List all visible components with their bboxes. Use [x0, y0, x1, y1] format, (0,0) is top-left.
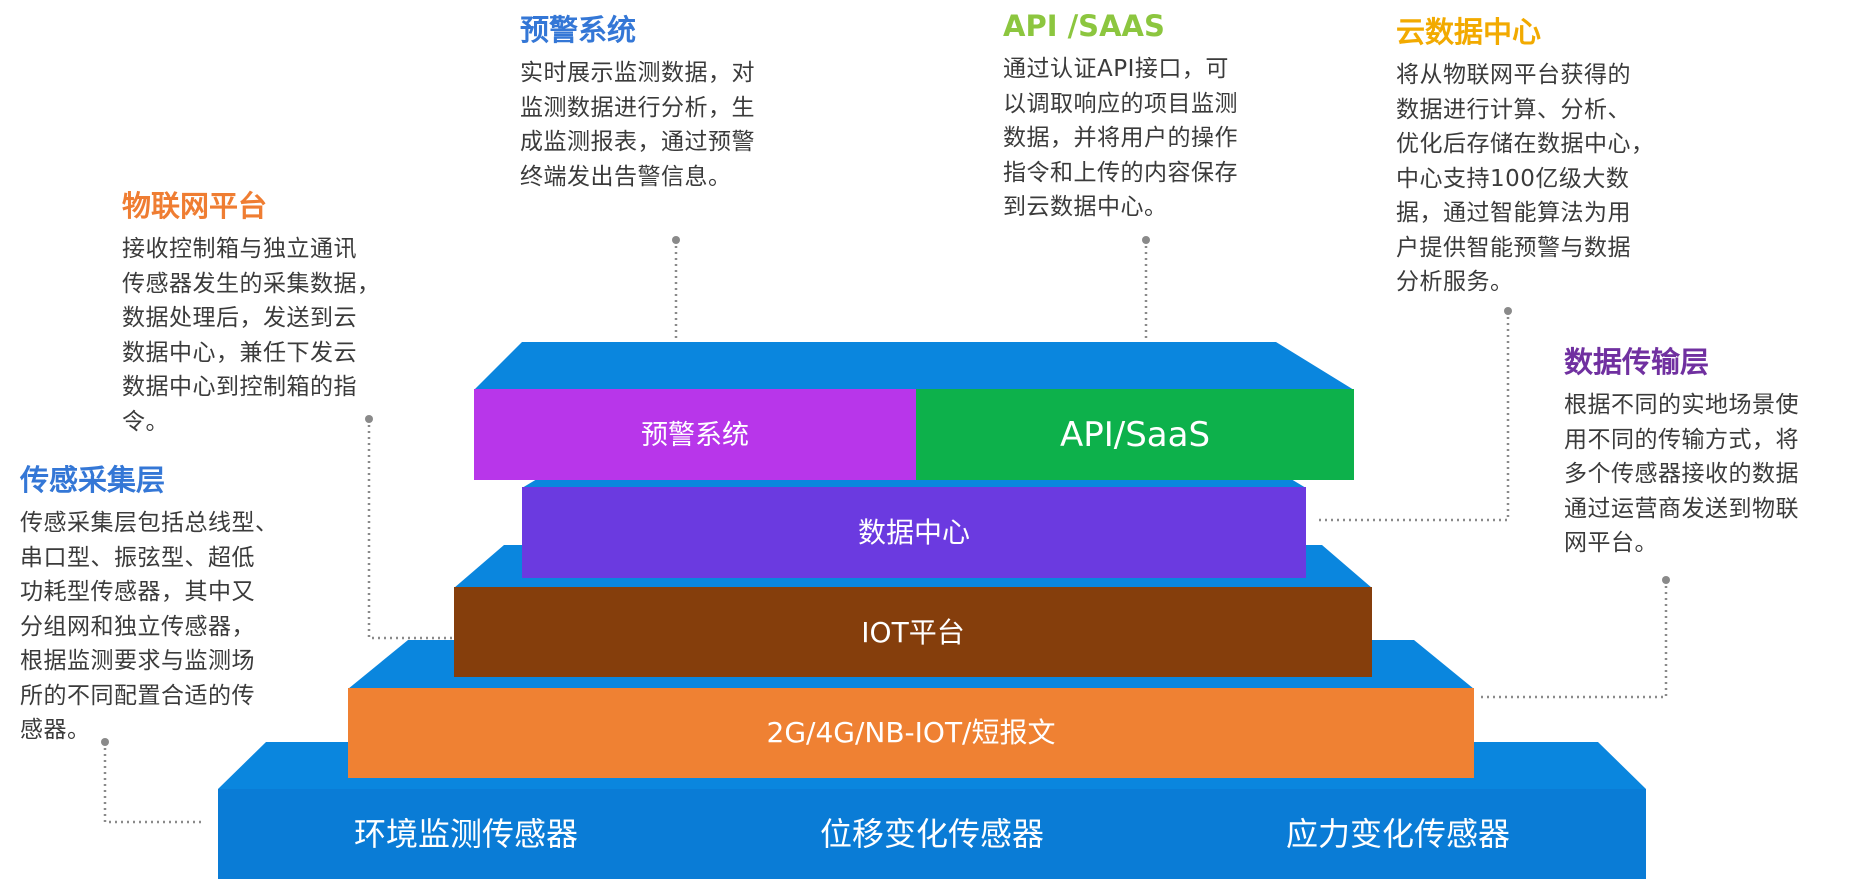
connector-transport — [1478, 580, 1668, 699]
annotation-cloud-title: 云数据中心 — [1396, 15, 1542, 49]
annotation-iot-desc: 接收控制箱与独立通讯 传感器发生的采集数据， 数据处理后，发送到云 数据中心，兼… — [122, 236, 381, 435]
annotation-api-title: API /SAAS — [1003, 9, 1165, 43]
annotation-warning: 预警系统 实时展示监测数据，对 监测数据进行分析，生 成监测报表，通过预警 终端… — [520, 12, 820, 194]
annotation-cloud-desc: 将从物联网平台获得的 数据进行计算、分析、 优化后存储在数据中心， 中心支持10… — [1396, 62, 1655, 295]
iot-layer-front — [454, 587, 1372, 677]
annotation-transport-desc: 根据不同的实地场景使 用不同的传输方式，将 多个传感器接收的数据 通过运营商发送… — [1564, 392, 1799, 556]
data-center-label: 数据中心 — [858, 516, 970, 549]
api-saas-block — [916, 389, 1354, 480]
network-layer-label: 2G/4G/NB-IOT/短报文 — [767, 716, 1056, 749]
annotation-transport-title: 数据传输层 — [1564, 345, 1710, 379]
annotation-sensing-desc: 传感采集层包括总线型、 串口型、振弦型、超低 功耗型传感器，其中又 分组网和独立… — [20, 510, 279, 743]
data-center-layer-front — [522, 487, 1306, 578]
connector-cloud — [1316, 311, 1510, 522]
annotation-api-desc: 通过认证API接口，可 以调取响应的项目监测 数据，并将用户的操作 指令和上传的… — [1003, 56, 1238, 220]
annotation-sensing-title: 传感采集层 — [20, 463, 166, 497]
sensors-layer-front — [218, 789, 1646, 879]
annotation-iot: 物联网平台 接收控制箱与独立通讯 传感器发生的采集数据， 数据处理后，发送到云 … — [122, 188, 442, 439]
warning-system-label: 预警系统 — [641, 420, 749, 451]
network-layer-front — [348, 688, 1474, 778]
warning-system-block — [474, 389, 916, 480]
connector-lines — [103, 240, 1668, 824]
connector-dot — [1504, 307, 1512, 315]
connector-dot — [101, 738, 109, 746]
annotation-warning-desc: 实时展示监测数据，对 监测数据进行分析，生 成监测报表，通过预警 终端发出告警信… — [520, 60, 755, 190]
connector-dot — [1662, 576, 1670, 584]
connector-iot — [367, 419, 456, 640]
annotation-sensing: 传感采集层 传感采集层包括总线型、 串口型、振弦型、超低 功耗型传感器，其中又 … — [20, 462, 340, 748]
annotation-transport: 数据传输层 根据不同的实地场景使 用不同的传输方式，将 多个传感器接收的数据 通… — [1564, 344, 1864, 561]
sensor-stress-label: 应力变化传感器 — [1286, 815, 1510, 853]
sensor-displacement-label: 位移变化传感器 — [820, 815, 1044, 853]
top-layer-roof — [474, 342, 1354, 390]
api-saas-label: API/SaaS — [1060, 415, 1210, 455]
sensor-environment-label: 环境监测传感器 — [354, 815, 578, 853]
annotation-iot-title: 物联网平台 — [122, 189, 268, 223]
connector-sensing — [103, 742, 202, 824]
connector-dot — [672, 236, 680, 244]
connector-dot — [1142, 236, 1150, 244]
connector-dot — [365, 415, 373, 423]
annotation-warning-title: 预警系统 — [520, 13, 637, 47]
iot-layer-label: IOT平台 — [861, 616, 964, 649]
connector-dots — [101, 236, 1670, 746]
annotation-api: API /SAAS 通过认证API接口，可 以调取响应的项目监测 数据，并将用户… — [1003, 8, 1303, 225]
annotation-cloud: 云数据中心 将从物联网平台获得的 数据进行计算、分析、 优化后存储在数据中心， … — [1396, 14, 1716, 300]
